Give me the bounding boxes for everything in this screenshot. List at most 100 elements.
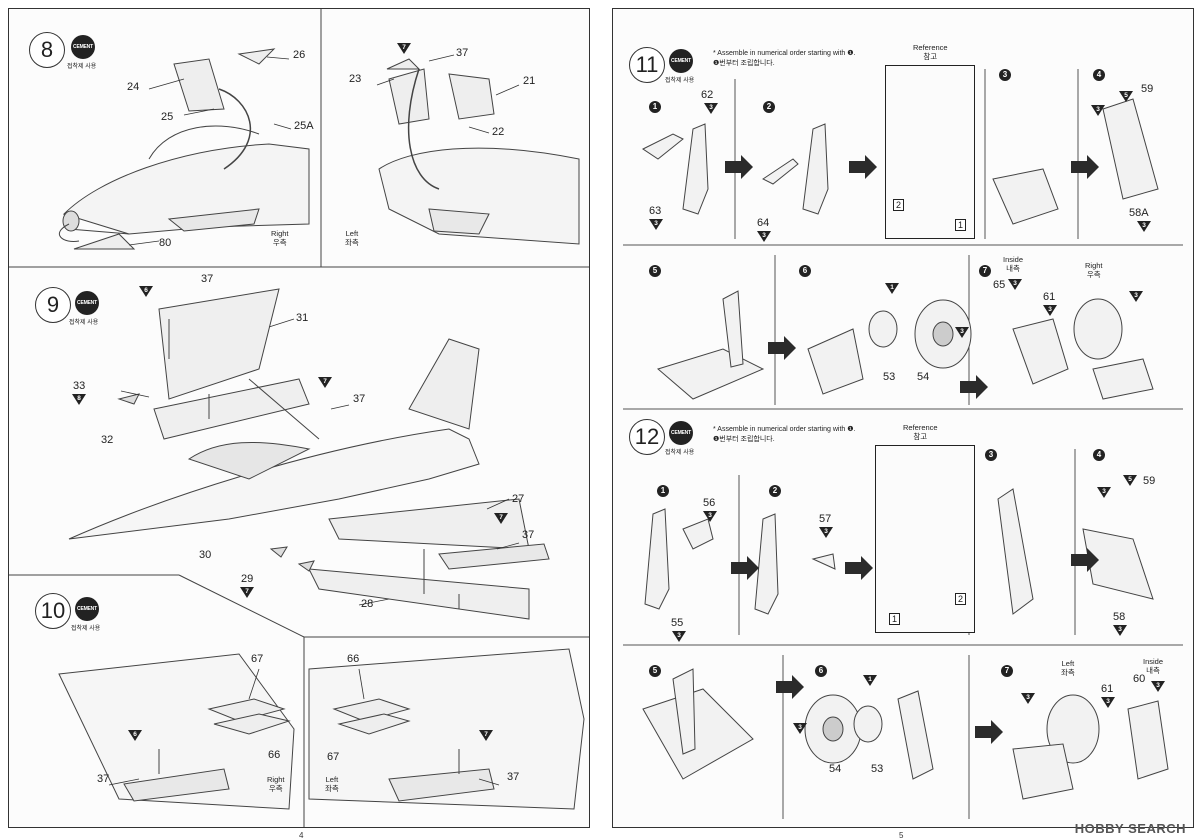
triangle-number: 3 <box>1013 280 1017 287</box>
triangle-number: 3 <box>824 528 828 535</box>
part-label: 64 <box>757 217 770 229</box>
part-label: 27 <box>512 493 525 505</box>
part-label: 37 <box>97 773 110 785</box>
right-page-drawings <box>623 69 1183 819</box>
triangle-number: 3 <box>677 632 681 639</box>
cement-label: 접착제 사용 <box>67 64 97 70</box>
substep-7: 7 <box>979 265 991 277</box>
triangle-number: 8 <box>77 395 81 402</box>
part-label: 55 <box>671 617 684 629</box>
step-8-number: 8 <box>29 32 65 68</box>
part-label: 28 <box>361 598 374 610</box>
substep-4: 4 <box>1093 69 1105 81</box>
triangle-number: 3 <box>709 104 713 111</box>
substep-2: 2 <box>769 485 781 497</box>
cement-type-triangle <box>757 231 771 242</box>
part-label: 67 <box>327 751 340 763</box>
cement-badge: CEMENT <box>75 597 99 621</box>
cement-label: 접착제 사용 <box>69 320 99 326</box>
assembly-note: * Assemble in numerical order starting w… <box>713 50 856 67</box>
part-label: 61 <box>1043 291 1056 303</box>
left-page-drawings <box>9 9 589 827</box>
triangle-number: 3 <box>1142 222 1146 229</box>
step-12-number: 12 <box>629 419 665 455</box>
cement-type-triangle <box>1097 487 1111 498</box>
substep-3: 3 <box>999 69 1011 81</box>
triangle-number: 3 <box>708 512 712 519</box>
part-label: 61 <box>1101 683 1114 695</box>
part-label: 21 <box>523 75 536 87</box>
substep-6: 6 <box>815 665 827 677</box>
part-label: 37 <box>522 529 535 541</box>
triangle-number: 3 <box>960 328 964 335</box>
part-label: 60 <box>1133 673 1146 685</box>
cement-type-triangle <box>1008 279 1022 290</box>
cement-type-triangle <box>703 511 717 522</box>
part-label: 31 <box>296 312 309 324</box>
cement-type-triangle <box>1123 475 1137 486</box>
triangle-number: 6 <box>133 731 137 738</box>
part-label: 67 <box>251 653 264 665</box>
part-label: 26 <box>293 49 306 61</box>
triangle-number: 7 <box>245 588 249 595</box>
triangle-number: 3 <box>762 232 766 239</box>
step-10-number: 10 <box>35 593 71 629</box>
part-label: 59 <box>1143 475 1156 487</box>
part-label: 65 <box>993 279 1006 291</box>
cement-type-triangle <box>819 527 833 538</box>
part-label: 37 <box>456 47 469 59</box>
cement-type-triangle <box>1101 697 1115 708</box>
part-label: 53 <box>871 763 884 775</box>
cement-type-triangle <box>240 587 254 598</box>
cement-type-triangle <box>704 103 718 114</box>
step-9-number: 9 <box>35 287 71 323</box>
callout-box: 2 <box>955 593 966 605</box>
cement-type-triangle <box>479 730 493 741</box>
cement-type-triangle <box>1113 625 1127 636</box>
cement-type-triangle <box>318 377 332 388</box>
cement-badge: CEMENT <box>75 291 99 315</box>
triangle-number: 3 <box>654 220 658 227</box>
part-label: 66 <box>268 749 281 761</box>
callout-box: 1 <box>889 613 900 625</box>
cement-badge: CEMENT <box>669 421 693 445</box>
triangle-number: 5 <box>1128 476 1132 483</box>
cement-label: 접착제 사용 <box>665 450 695 456</box>
cement-type-triangle <box>793 723 807 734</box>
triangle-number: 3 <box>1106 698 1110 705</box>
substep-2: 2 <box>763 101 775 113</box>
substep-5: 5 <box>649 665 661 677</box>
callout-box: 1 <box>955 219 966 231</box>
cement-type-triangle <box>1091 105 1105 116</box>
cement-type-triangle <box>672 631 686 642</box>
cement-type-triangle <box>955 327 969 338</box>
step-11-number: 11 <box>629 47 665 83</box>
cement-type-triangle <box>397 43 411 54</box>
part-label: 25A <box>294 120 314 132</box>
cement-type-triangle <box>1021 693 1035 704</box>
substep-3: 3 <box>985 449 997 461</box>
cement-badge: CEMENT <box>669 49 693 73</box>
triangle-number: 3 <box>1134 292 1138 299</box>
cement-type-triangle <box>139 286 153 297</box>
cement-type-triangle <box>494 513 508 524</box>
cement-type-triangle <box>1151 681 1165 692</box>
watermark: HOBBY SEARCH <box>1074 821 1186 836</box>
callout-box: 2 <box>893 199 904 211</box>
triangle-number: 3 <box>1048 306 1052 313</box>
part-label: 57 <box>819 513 832 525</box>
cement-type-triangle <box>1137 221 1151 232</box>
substep-1: 1 <box>649 101 661 113</box>
part-label: 24 <box>127 81 140 93</box>
part-label: 25 <box>161 111 174 123</box>
triangle-number: 3 <box>1102 488 1106 495</box>
cement-type-triangle <box>863 675 877 686</box>
part-label: 29 <box>241 573 254 585</box>
cement-badge: CEMENT <box>71 35 95 59</box>
part-label: 54 <box>917 371 930 383</box>
